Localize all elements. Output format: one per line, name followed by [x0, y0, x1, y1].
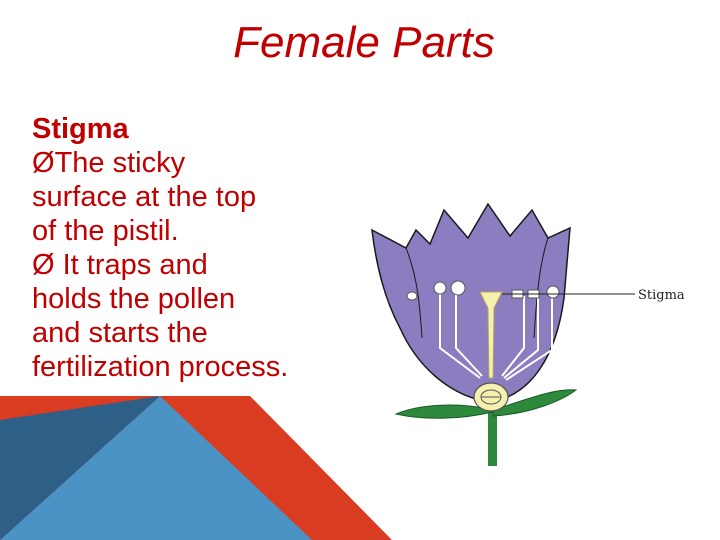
section-heading: Stigma	[32, 113, 129, 145]
petal-line	[533, 237, 549, 339]
anther	[450, 280, 466, 296]
pistil-style	[479, 291, 503, 379]
text-line: fertilization process.	[32, 351, 289, 383]
stem	[488, 384, 497, 466]
corner-light-blue-shape	[0, 396, 312, 540]
bullet-line: Ø It traps and	[32, 249, 208, 281]
text-line: and starts the	[32, 317, 208, 349]
flower-diagram: Stigma	[360, 188, 706, 471]
text-line: surface at the top	[32, 181, 257, 213]
anther	[546, 285, 560, 299]
bullet-arrow-icon: Ø	[32, 147, 55, 179]
left-leaf	[394, 404, 493, 419]
bullet-arrow-icon: Ø	[32, 249, 55, 281]
corner-dark-blue-shape	[0, 396, 160, 540]
anther	[433, 281, 447, 295]
right-leaf	[492, 389, 578, 417]
slide-title: Female Parts	[233, 18, 495, 67]
stigma-label: Stigma	[638, 288, 685, 303]
text-line: of the pistil.	[32, 215, 179, 247]
anther	[406, 291, 418, 301]
petal-line	[405, 247, 423, 339]
stamen-filaments	[439, 284, 553, 381]
bullet-line: ØThe sticky	[32, 147, 186, 179]
body-text: Stigma ØThe sticky surface at the top of…	[32, 112, 362, 384]
text-line: holds the pollen	[32, 283, 236, 315]
